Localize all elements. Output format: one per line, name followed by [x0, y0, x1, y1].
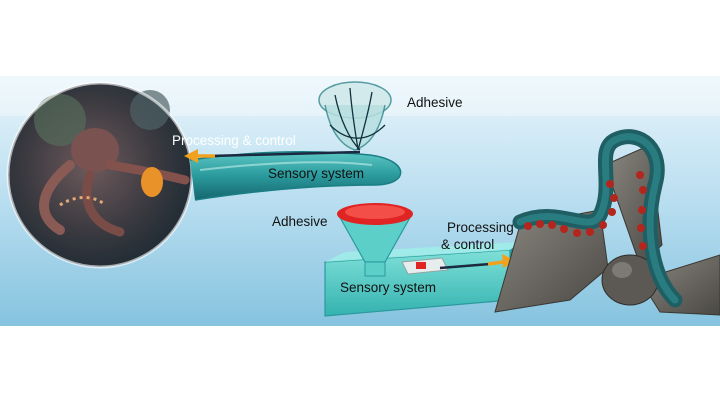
octopus-adhesive-sucker	[318, 81, 392, 151]
device-signal-line	[439, 262, 491, 270]
device-adhesive-label: Adhesive	[272, 214, 328, 229]
tentacle-gripper-icon	[512, 129, 683, 308]
octopus-sensory-label: Sensory system	[268, 166, 365, 181]
octopus-signal-line	[209, 150, 361, 158]
device-sensory-label: Sensory system	[340, 280, 437, 295]
device-processing-label-line2: & control	[441, 237, 495, 252]
device-adhesive-funnel	[336, 203, 414, 277]
propeller-icon	[494, 144, 720, 316]
octopus-adhesive-label: Adhesive	[407, 95, 463, 110]
processing-chip	[401, 257, 449, 275]
octopus-processing-label: Processing & control	[172, 133, 296, 148]
device-arrowhead	[502, 254, 516, 268]
device-processing-label-line1: Processing	[447, 220, 514, 235]
octopus-arrowhead	[184, 149, 198, 163]
device-arrow	[487, 260, 505, 266]
octopus-icon	[6, 81, 194, 269]
